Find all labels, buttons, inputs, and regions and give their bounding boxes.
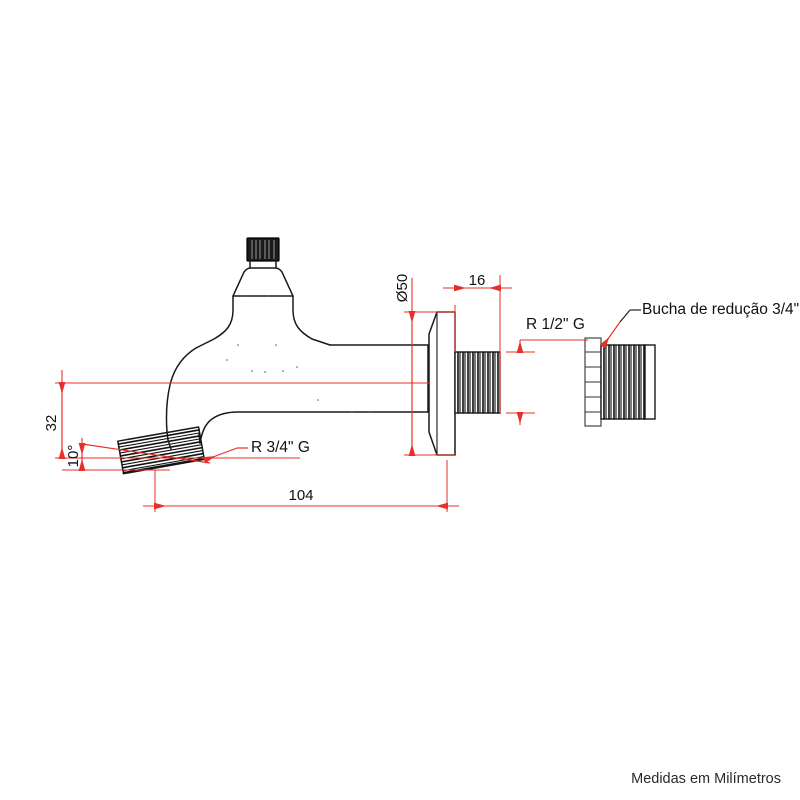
dimension-32: 32 [43,370,412,459]
dimension-104: 104 [143,460,459,512]
dimension-label-104: 104 [288,487,313,504]
callout-wall-thread: R 1/2" G [506,316,588,425]
dimension-diameter-50: Ø50 [394,274,455,456]
wall-inlet-thread [454,351,501,414]
callout-reduction-bushing: Bucha de redução 3/4" [599,301,799,349]
footer-note: Medidas em Milímetros [631,771,781,787]
callout-label-wall-thread: R 1/2" G [526,316,585,333]
spout-outlet-thread [117,426,206,475]
bushing-part [584,337,656,427]
dimension-16: 16 [443,272,512,413]
wall-flange [428,311,456,456]
dimension-label-16: 16 [469,272,486,289]
dimension-label-32: 32 [43,415,60,432]
dimension-label-angle: 10° [65,445,82,468]
surface-texture [226,295,371,413]
knurled-cap [246,237,280,269]
callout-outlet-thread: R 3/4" G [202,439,310,464]
callout-label-outlet-thread: R 3/4" G [251,439,310,456]
dimension-label-diameter: Ø50 [394,274,411,302]
dimension-angle-10: 10° [62,438,211,471]
callout-label-reduction-bushing: Bucha de redução 3/4" [642,301,799,318]
faucet-body [165,237,429,444]
